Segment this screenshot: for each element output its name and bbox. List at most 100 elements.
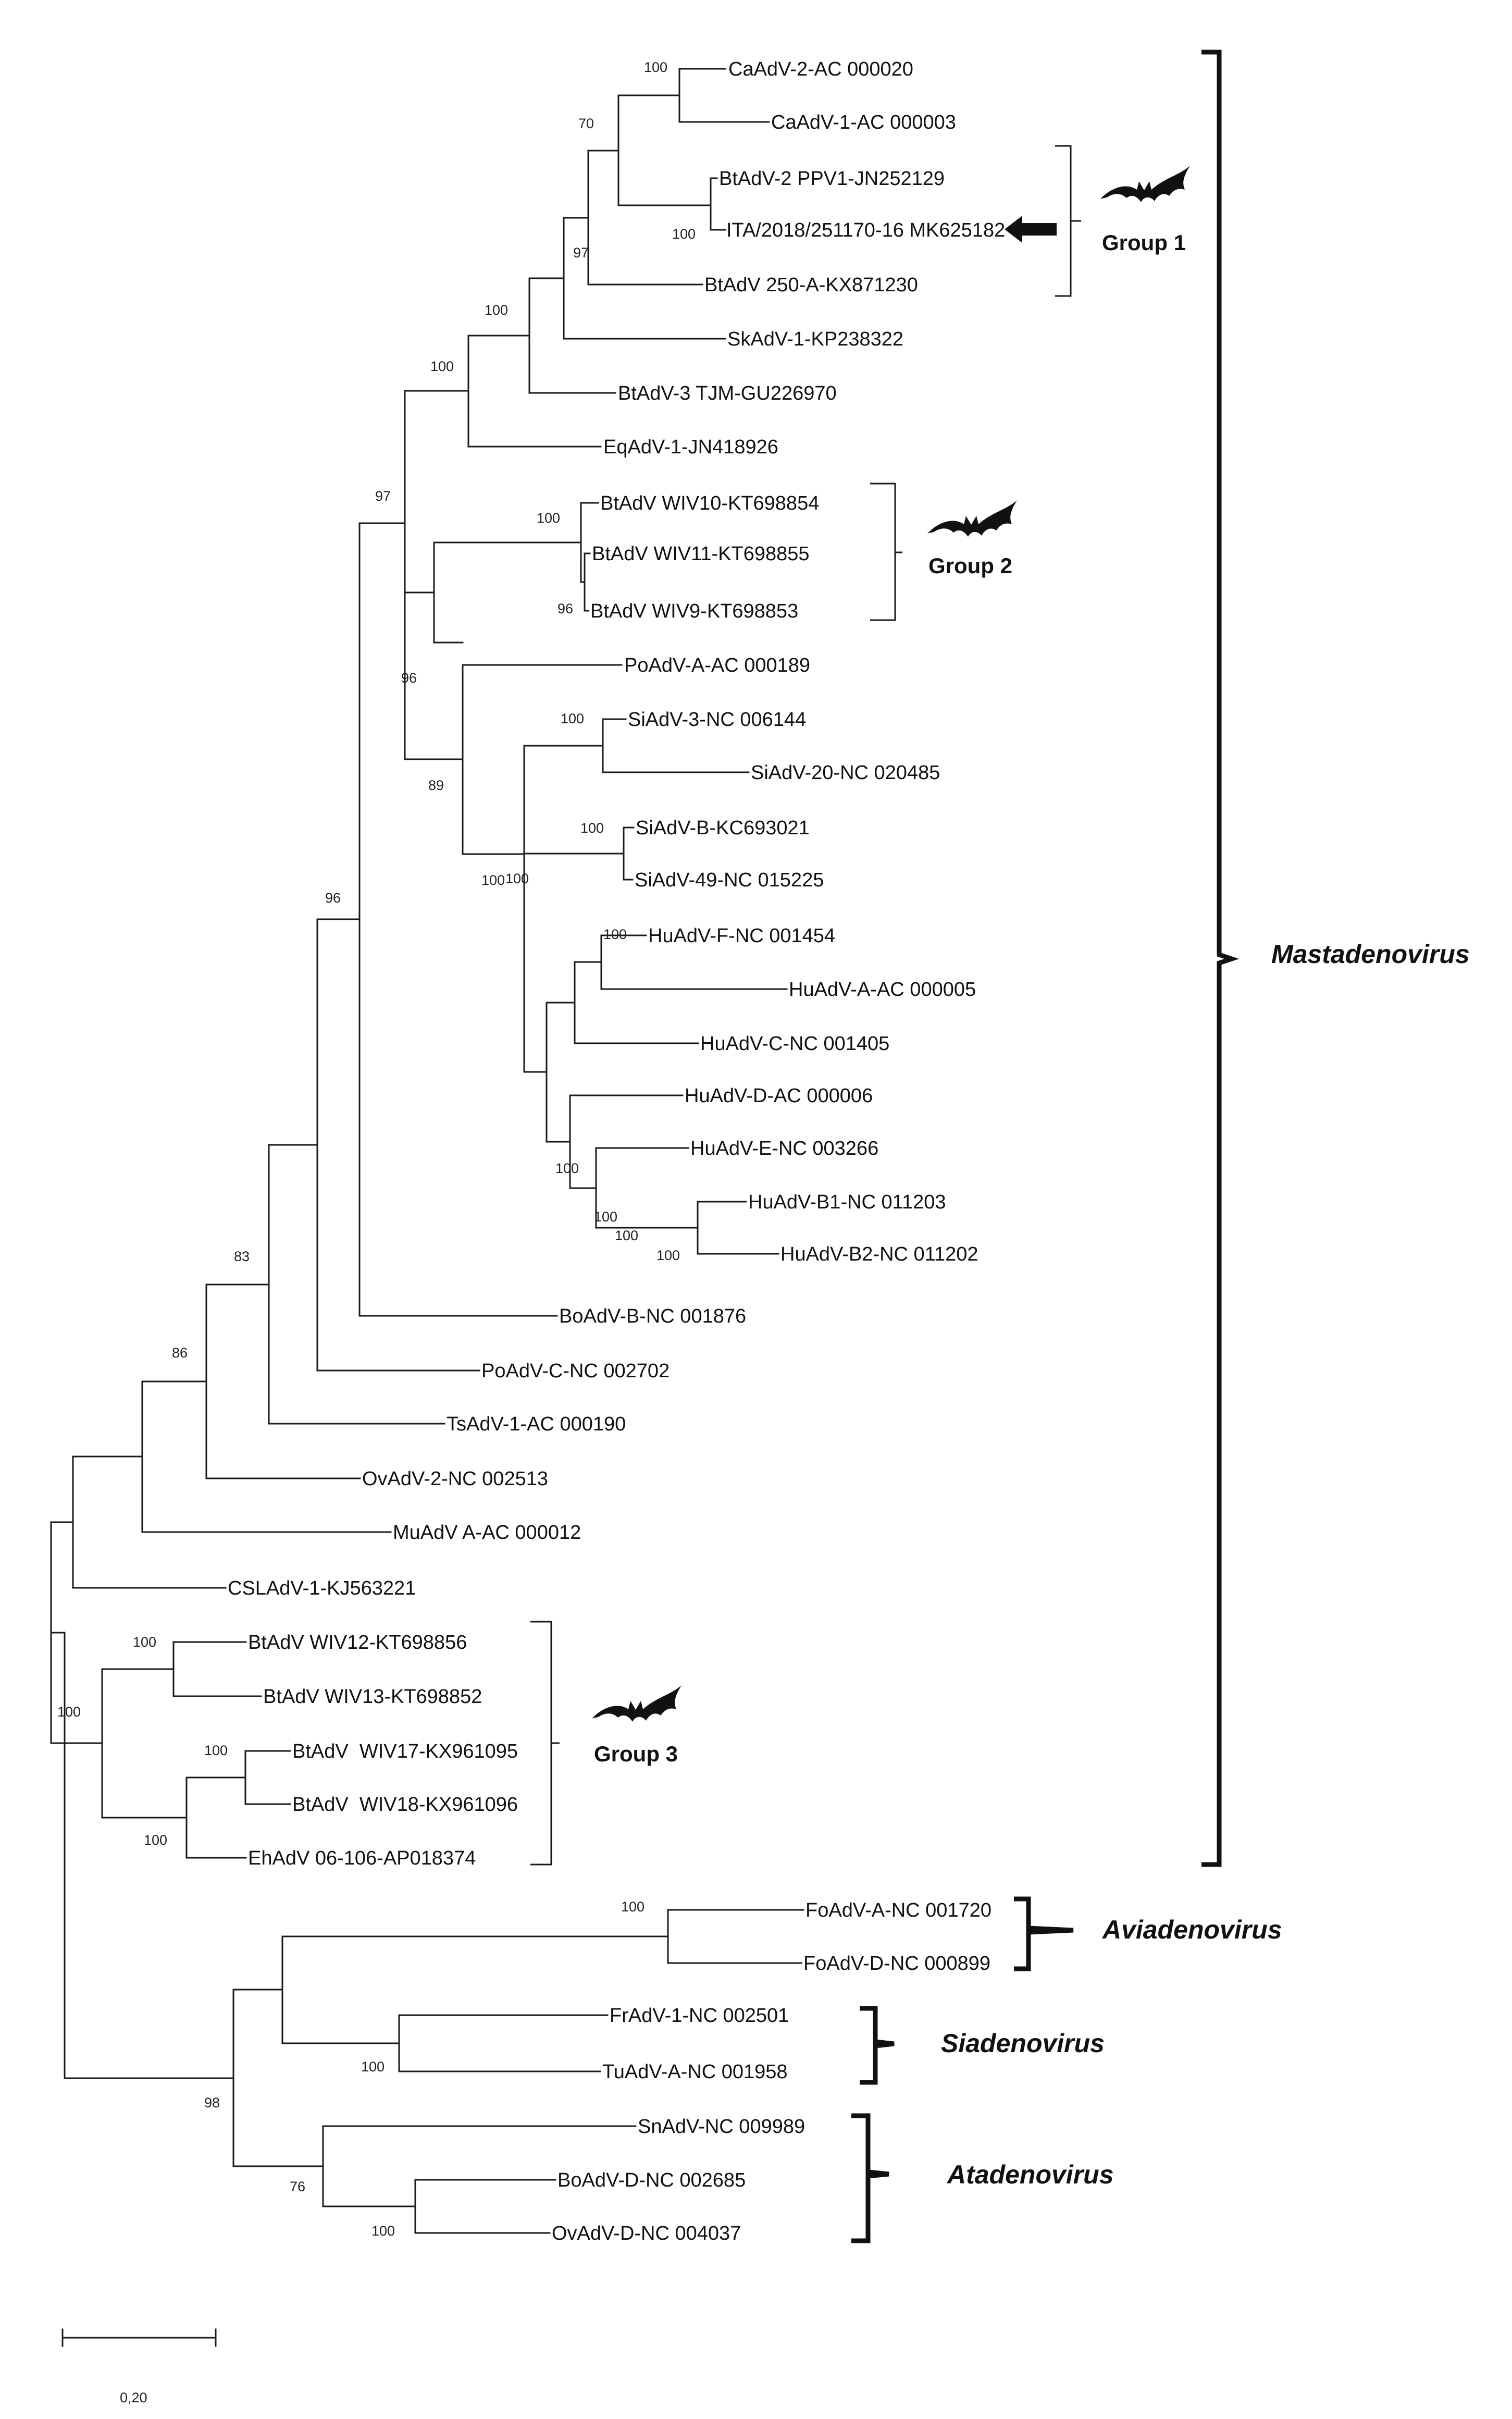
group1-bracket [1055, 145, 1081, 297]
leaf-label: SiAdV-3-NC 006144 [628, 709, 806, 731]
group3-bracket [530, 1621, 560, 1866]
branch-eq [467, 335, 602, 448]
leaf-label: BtAdV WIV10-KT698854 [600, 492, 819, 514]
leaf-label: BtAdV WIV9-KT698853 [590, 600, 798, 622]
bootstrap-value: 100 [580, 820, 604, 836]
branch-non-mast [232, 1989, 324, 2167]
bootstrap-value: 97 [375, 488, 391, 504]
leaf-label: BtAdV-3 TJM-GU226970 [618, 382, 837, 404]
branch-group2 [433, 541, 582, 644]
bootstrap-values: 100 70 100 97 100 100 97 100 96 96 89 10… [57, 59, 696, 2239]
leaf-label: CaAdV-2-AC 000020 [728, 58, 913, 80]
leaf-label: HuAdV-E-NC 003266 [690, 1138, 878, 1159]
group-labels: Group 1 Group 2 Group 3 [594, 230, 1186, 1766]
leaf-label: SnAdV-NC 009989 [638, 2116, 805, 2138]
branch-bod-ovd [414, 2179, 556, 2234]
bootstrap-value: 100 [361, 2059, 385, 2075]
genus-brackets [851, 50, 1240, 2243]
leaf-label: BtAdV WIV12-KT698856 [248, 1632, 467, 1653]
bootstrap-value: 86 [172, 1345, 188, 1361]
branch-root [50, 1632, 234, 2079]
branch-bt3 [528, 277, 616, 394]
branch-siadv-b-49 [623, 826, 635, 881]
aviadenovirus-bracket [1014, 1896, 1074, 1971]
bootstrap-value: 96 [325, 890, 341, 906]
leaf-label: SiAdV-B-KC693021 [636, 817, 810, 839]
group2-bracket [870, 483, 902, 621]
arrow-left-icon [1005, 216, 1057, 243]
bootstrap-value: 70 [578, 116, 594, 131]
leaf-label: EqAdV-1-JN418926 [603, 436, 778, 458]
bootstrap-value: 100 [555, 1161, 579, 1176]
bootstrap-value: 100 [656, 1248, 680, 1263]
leaf-label: BtAdV WIV13-KT698852 [263, 1686, 482, 1708]
bootstrap-value: 100 [204, 1743, 228, 1758]
genus-labels: Mastadenovirus Aviadenovirus Siadenoviru… [941, 940, 1470, 2189]
bootstrap-value: 97 [573, 245, 589, 261]
bat-icon [927, 500, 1017, 537]
branch-eh [185, 1776, 247, 1859]
atadenovirus-label: Atadenovirus [946, 2160, 1114, 2189]
bootstrap-value: 100 [485, 302, 508, 318]
branch-hu-fac [574, 961, 699, 1044]
leaf-label: OvAdV-2-NC 002513 [362, 1468, 548, 1490]
leaf-label: BoAdV-D-NC 002685 [557, 2169, 746, 2191]
bootstrap-value: 96 [401, 670, 417, 686]
siadenovirus-bracket [860, 2006, 895, 2085]
bootstrap-value: 100 [672, 226, 696, 242]
leaf-label: FoAdV-A-NC 001720 [805, 1899, 992, 1921]
branch-hud-eb [569, 1094, 684, 1189]
scale-bar-label: 0,20 [120, 2390, 147, 2405]
branch-atad [322, 2125, 637, 2207]
bootstrap-value: 100 [505, 871, 529, 886]
leaf-label: HuAdV-D-AC 000006 [685, 1085, 873, 1107]
bootstrap-value: 100 [615, 1228, 638, 1243]
branch-poc [316, 918, 480, 1372]
mastadenovirus-bracket [1201, 50, 1240, 1867]
leaf-label: HuAdV-C-NC 001405 [700, 1033, 889, 1055]
scale-bar: 0,20 [61, 2328, 217, 2405]
leaf-label: MuAdV A-AC 000012 [393, 1522, 581, 1544]
branch-bt-n70 [617, 94, 712, 206]
bootstrap-value: 89 [428, 777, 444, 793]
branch-mu [141, 1380, 392, 1533]
branch-bt2-ita [710, 177, 726, 231]
leaf-label: OvAdV-D-NC 004037 [552, 2223, 741, 2244]
branch-wiv17-18 [244, 1750, 291, 1805]
leaf-label: PoAdV-A-AC 000189 [624, 655, 810, 676]
bootstrap-value: 100 [144, 1832, 167, 1848]
leaf-label: SiAdV-49-NC 015225 [635, 869, 824, 891]
leaf-label: BoAdV-B-NC 001876 [559, 1305, 746, 1327]
leaf-label: TsAdV-1-AC 000190 [447, 1413, 626, 1435]
group2-label: Group 2 [928, 553, 1012, 578]
group3-label: Group 3 [594, 1742, 678, 1766]
branch-fr-tu [398, 2014, 609, 2072]
branch-csl [72, 1455, 227, 1589]
leaf-label: CaAdV-1-AC 000003 [771, 112, 956, 133]
bootstrap-value: 100 [481, 872, 505, 888]
bootstrap-value: 100 [133, 1634, 156, 1650]
bootstrap-value: 100 [371, 2223, 395, 2239]
branch-bt-n97 [587, 150, 703, 286]
leaf-label: ITA/2018/251170-16 MK625182 [726, 219, 1005, 241]
bootstrap-value: 100 [603, 927, 627, 942]
branch-ov2 [205, 1283, 361, 1479]
leaf-label: EhAdV 06-106-AP018374 [248, 1847, 476, 1869]
leaf-labels: CaAdV-2-AC 000020 CaAdV-1-AC 000003 BtAd… [228, 58, 1005, 2244]
group1-label: Group 1 [1102, 230, 1186, 255]
branch-ts [268, 1144, 445, 1425]
leaf-label: BtAdV WIV17-KX961095 [292, 1741, 518, 1762]
leaf-label: BtAdV WIV11-KT698855 [592, 543, 810, 565]
bootstrap-value: 100 [621, 1899, 645, 1915]
bootstrap-value: 100 [430, 359, 454, 374]
group-brackets [530, 145, 1081, 1866]
leaf-label: BtAdV WIV18-KX961096 [292, 1794, 518, 1816]
leaf-label: FoAdV-D-NC 000899 [803, 1953, 990, 1974]
leaf-label: BtAdV-2 PPV1-JN252129 [719, 168, 945, 190]
branch-wiv10 [580, 502, 599, 583]
bootstrap-value: 100 [57, 1704, 81, 1720]
leaf-label: CSLAdV-1-KJ563221 [228, 1577, 416, 1599]
leaf-label: SkAdV-1-KP238322 [727, 328, 903, 350]
leaf-label: HuAdV-F-NC 001454 [648, 925, 835, 947]
tree-branches [50, 68, 804, 2234]
